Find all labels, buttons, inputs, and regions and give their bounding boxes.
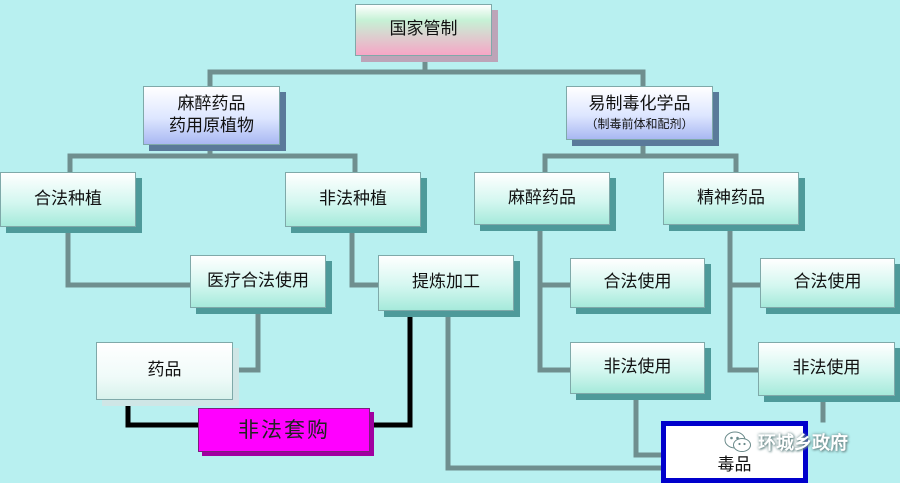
node-label-line1: 麻醉药品 xyxy=(177,94,246,115)
node-medical-legal-use: 医疗合法使用 xyxy=(190,255,326,308)
node-narcotic-legal-use: 合法使用 xyxy=(570,258,705,308)
node-refining-processing: 提炼加工 xyxy=(378,255,514,311)
connector-legal-planting-medical xyxy=(65,224,193,288)
watermark: 环城乡政府 xyxy=(724,427,848,457)
node-label-line2: 药用原植物 xyxy=(169,115,254,136)
node-narcotic-illegal-use: 非法使用 xyxy=(570,342,705,394)
node-label: 合法使用 xyxy=(793,272,862,293)
node-label: 合法使用 xyxy=(603,272,672,293)
node-illicit-drugs: 毒品 xyxy=(661,421,808,483)
node-label: 国家管制 xyxy=(389,19,458,40)
node-narcotic-plants: 麻醉药品 药用原植物 xyxy=(143,86,280,145)
node-label: 药品 xyxy=(147,360,182,381)
node-label: 非法使用 xyxy=(603,357,672,378)
node-medicine: 药品 xyxy=(96,342,233,400)
node-label: 合法种植 xyxy=(34,188,102,209)
node-label: 非法套购 xyxy=(238,417,330,442)
node-label: 医疗合法使用 xyxy=(207,270,309,291)
node-precursor-chemicals: 易制毒化学品 （制毒前体和配剂） xyxy=(566,86,713,140)
connector-illegal-planting-refining xyxy=(349,224,381,288)
node-label: 毒品 xyxy=(717,454,752,475)
node-psychotropic-illegal-use: 非法使用 xyxy=(758,342,895,396)
wechat-icon xyxy=(724,431,751,452)
node-legal-planting: 合法种植 xyxy=(0,172,136,227)
watermark-text: 环城乡政府 xyxy=(758,433,848,454)
node-illegal-planting: 非法种植 xyxy=(285,172,421,227)
node-illegal-purchase: 非法套购 xyxy=(198,408,370,452)
node-label: 麻醉药品 xyxy=(508,187,576,208)
connector-refining-purchase xyxy=(367,308,413,428)
node-label: 非法使用 xyxy=(792,358,861,379)
node-label-line1: 易制毒化学品 xyxy=(588,93,691,114)
node-label: 提炼加工 xyxy=(412,272,480,293)
connector-narcotic-illegal-drugs xyxy=(633,391,666,458)
connector-medicine-purchase xyxy=(125,397,201,428)
node-label: 非法种植 xyxy=(319,188,387,209)
node-psychotropic-legal-use: 合法使用 xyxy=(760,258,895,308)
connector-refining-drugs xyxy=(445,308,666,471)
node-label: 精神药品 xyxy=(697,187,765,208)
node-psychotropic-drugs: 精神药品 xyxy=(663,172,799,225)
node-label-line2: （制毒前体和配剂） xyxy=(585,117,694,132)
node-narcotic-drugs: 麻醉药品 xyxy=(474,172,610,225)
connector-medical-medicine xyxy=(232,305,261,373)
node-national-control: 国家管制 xyxy=(355,4,492,56)
